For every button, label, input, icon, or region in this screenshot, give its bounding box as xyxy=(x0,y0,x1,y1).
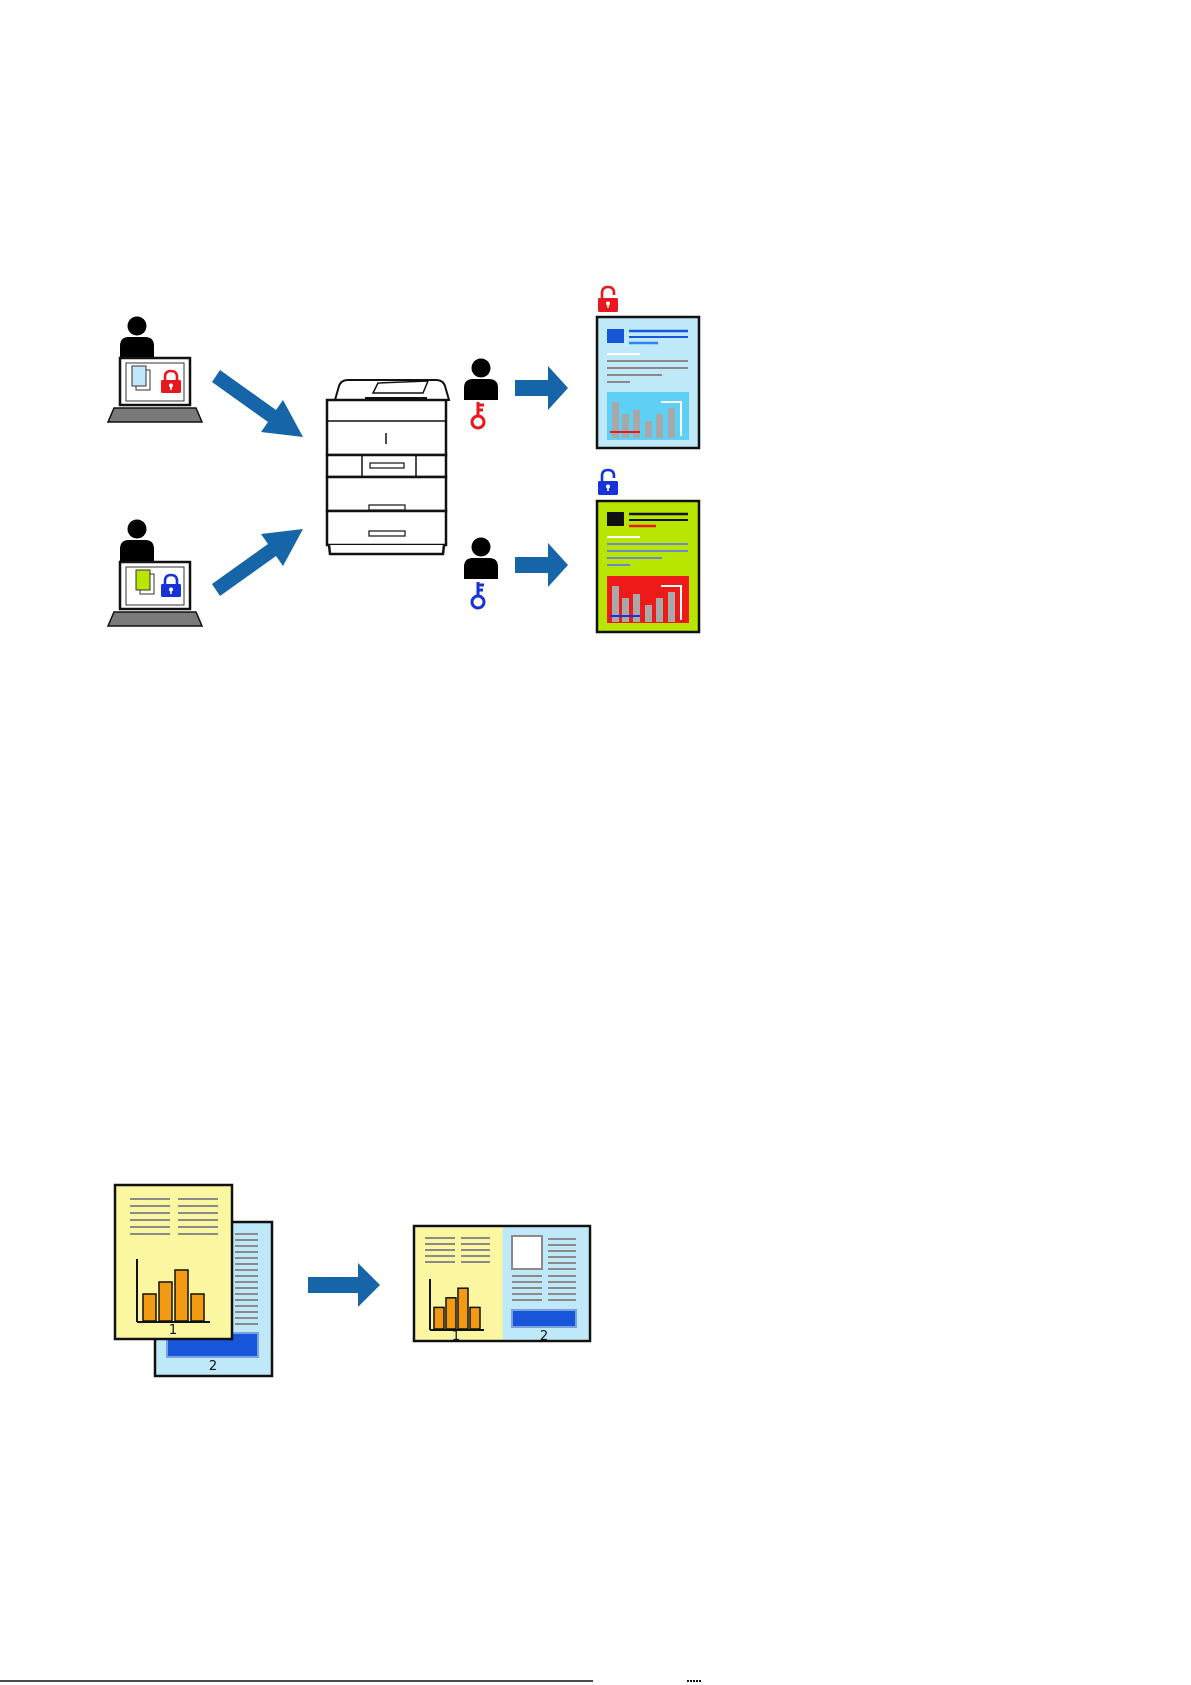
combined-sheet-icon: 1 2 xyxy=(414,1226,590,1344)
printed-document-2-icon xyxy=(597,501,699,632)
combined-sheet-bar-2 xyxy=(446,1298,456,1329)
user-1-person-icon xyxy=(120,317,154,359)
multi-page-diagram: 2 1 xyxy=(115,1185,590,1376)
arrow-icon-user-1-to-printer xyxy=(212,370,303,437)
user-2-document-icon xyxy=(136,570,154,594)
red-key-icon xyxy=(472,402,484,428)
arrow-icon-printer-to-doc-2 xyxy=(515,543,568,587)
printer-icon xyxy=(327,380,449,554)
source-page-1-bar-3 xyxy=(175,1270,188,1321)
source-page-1-bar-2 xyxy=(159,1282,172,1321)
releaser-1-person-icon xyxy=(464,359,498,401)
source-page-2-number: 2 xyxy=(209,1359,217,1374)
blue-key-icon xyxy=(472,582,484,608)
source-page-1-bar-1 xyxy=(143,1294,156,1321)
blue-unlocked-padlock-icon xyxy=(598,470,618,495)
combined-sheet-page-2-number: 2 xyxy=(540,1329,548,1344)
user-1-laptop-icon xyxy=(108,358,202,422)
arrow-icon-to-combined-sheet xyxy=(308,1263,380,1307)
user-1-document-icon xyxy=(132,366,150,390)
source-page-1-number: 1 xyxy=(169,1323,177,1338)
source-page-1-bar-4 xyxy=(191,1294,204,1321)
red-unlocked-padlock-icon xyxy=(598,287,618,312)
user-2-laptop-icon xyxy=(108,562,202,626)
combined-sheet-bar-1 xyxy=(434,1307,444,1329)
confidential-job-diagram xyxy=(108,287,699,632)
source-page-1-icon: 1 xyxy=(115,1185,232,1339)
user-2-person-icon xyxy=(120,520,154,562)
arrow-icon-user-2-to-printer xyxy=(212,529,303,596)
combined-sheet-bar-4 xyxy=(470,1307,480,1329)
combined-sheet-bar-3 xyxy=(458,1288,468,1329)
releaser-2-person-icon xyxy=(464,538,498,580)
combined-sheet-page-1-number: 1 xyxy=(452,1329,460,1344)
arrow-icon-printer-to-doc-1 xyxy=(515,366,568,410)
printed-document-1-icon xyxy=(597,317,699,448)
